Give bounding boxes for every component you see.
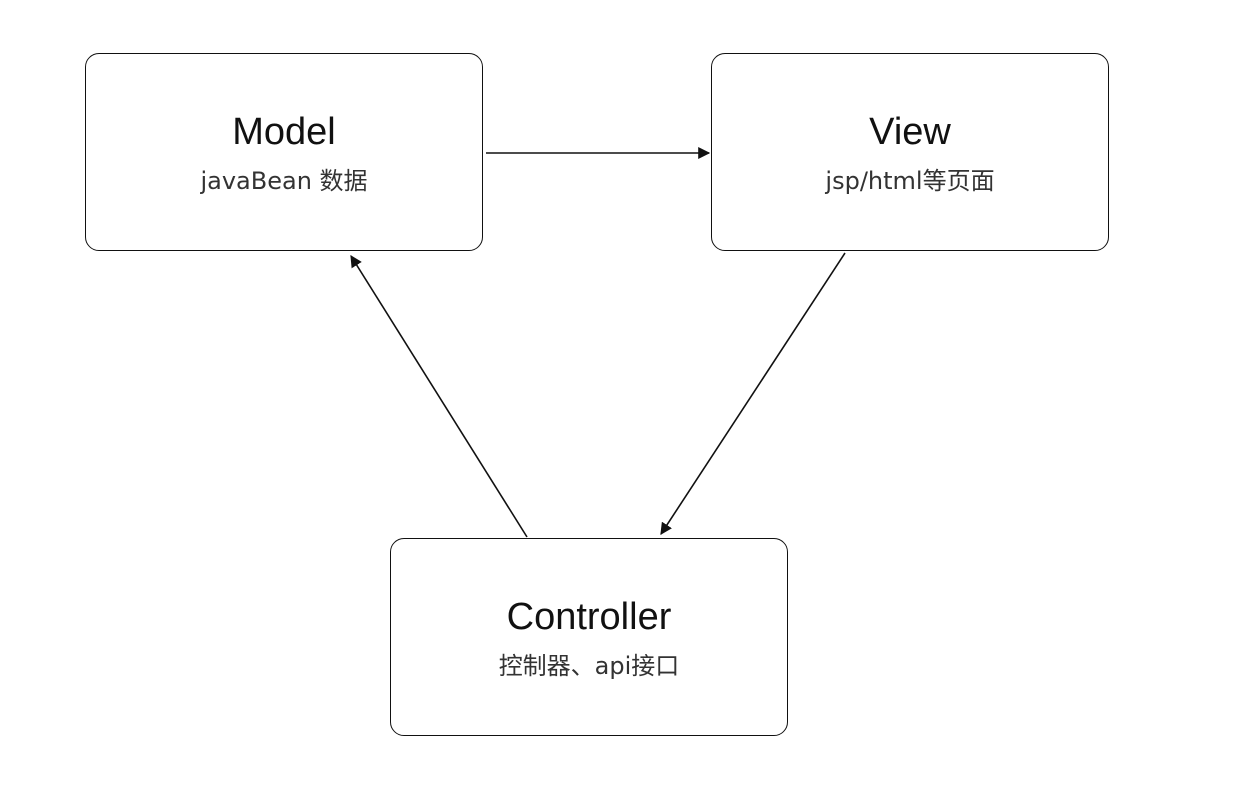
view-title: View xyxy=(869,111,951,153)
edge-controller-to-model xyxy=(350,254,528,538)
view-node: View jsp/html等页面 xyxy=(711,53,1109,251)
controller-node: Controller 控制器、api接口 xyxy=(390,538,788,736)
edge-view-to-controller xyxy=(660,252,846,536)
view-subtitle: jsp/html等页面 xyxy=(825,167,995,195)
model-node: Model javaBean 数据 xyxy=(85,53,483,251)
controller-subtitle: 控制器、api接口 xyxy=(498,652,680,680)
controller-title: Controller xyxy=(506,596,672,638)
model-subtitle: javaBean 数据 xyxy=(200,167,368,195)
model-title: Model xyxy=(232,111,336,153)
